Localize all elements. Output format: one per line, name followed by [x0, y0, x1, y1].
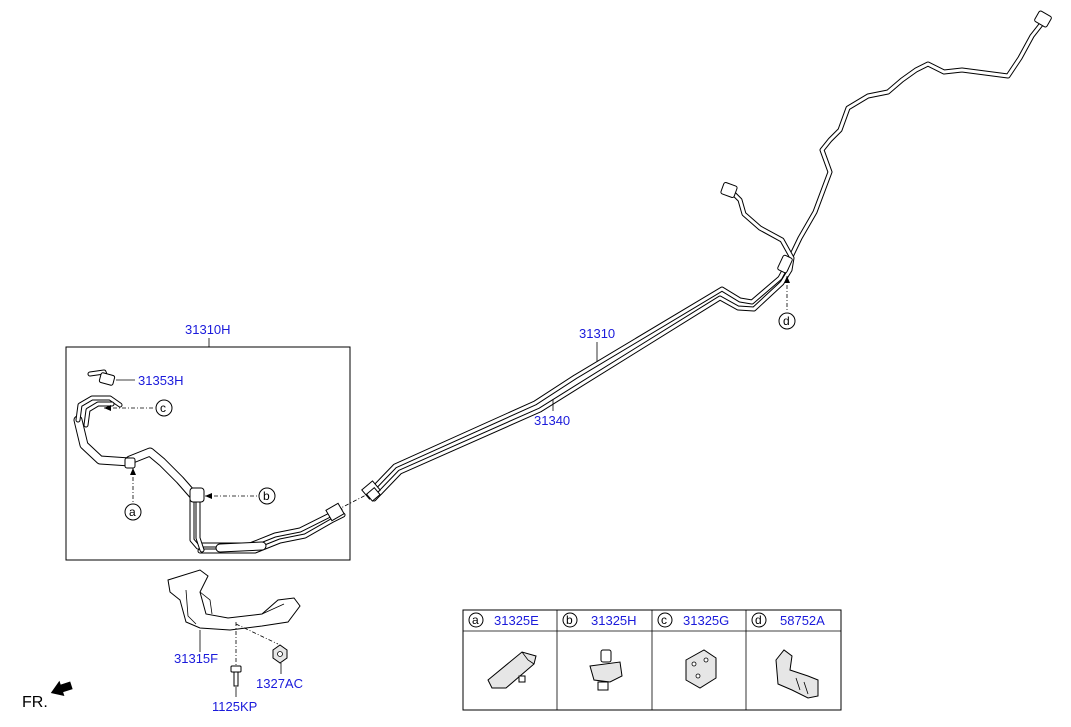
callout-c-letter: c — [160, 401, 166, 415]
legend-letter-a: a — [472, 613, 479, 627]
legend-part-31325H[interactable]: 31325H — [591, 613, 637, 628]
clip-58752A-drawing[interactable] — [775, 649, 819, 699]
part-label-31310H[interactable]: 31310H — [185, 322, 231, 337]
legend-letter-b: b — [566, 613, 573, 627]
clip-31325H-drawing[interactable] — [589, 649, 623, 691]
callout-a: a — [124, 503, 142, 521]
legend-header-a: a 31325E — [468, 612, 539, 628]
part-label-31353H[interactable]: 31353H — [138, 373, 184, 388]
clip-d-on-tube — [777, 254, 793, 274]
legend-header-b: b 31325H — [562, 612, 637, 628]
front-direction-indicator: FR. — [22, 680, 73, 711]
part-label-31315F[interactable]: 31315F — [174, 651, 218, 666]
legend-letter-c: c — [661, 613, 667, 627]
callout-b-letter: b — [263, 489, 270, 503]
part-label-1125KP[interactable]: 1125KP — [212, 699, 257, 714]
callout-d-letter: d — [783, 314, 790, 328]
legend-part-31325G[interactable]: 31325G — [683, 613, 729, 628]
clip-legend-table: a 31325E b 31325H c 31325G d 58752A — [462, 609, 842, 711]
return-fuel-tube-31340[interactable] — [371, 189, 795, 502]
callout-d: d — [778, 312, 796, 330]
part-label-31340[interactable]: 31340 — [534, 413, 570, 428]
clip-31325E-drawing[interactable] — [487, 651, 537, 689]
legend-header-c: c 31325G — [657, 612, 729, 628]
nut-1327AC[interactable] — [272, 644, 288, 664]
front-arrow-icon — [50, 680, 73, 696]
legend-header-d: d 58752A — [751, 612, 825, 628]
legend-part-58752A[interactable]: 58752A — [780, 613, 825, 628]
bolt-1125KP[interactable] — [230, 665, 242, 687]
clip-31325G-drawing[interactable] — [685, 649, 717, 689]
front-tube-assy-31310H[interactable] — [73, 369, 346, 554]
part-label-31310[interactable]: 31310 — [579, 326, 615, 341]
callout-c: c — [155, 399, 173, 417]
part-label-1327AC[interactable]: 1327AC — [256, 676, 303, 691]
main-fuel-tube-31310[interactable] — [365, 19, 1046, 497]
rear-end-fitting-return — [720, 182, 738, 198]
rear-end-fitting-main — [1034, 10, 1052, 28]
front-direction-label: FR. — [22, 694, 48, 711]
legend-part-31325E[interactable]: 31325E — [494, 613, 539, 628]
front-tube-assy-frame — [65, 346, 351, 561]
bracket-31315F[interactable] — [167, 569, 301, 631]
callout-b: b — [258, 487, 276, 505]
callout-a-letter: a — [129, 505, 136, 519]
legend-letter-d: d — [755, 613, 762, 627]
